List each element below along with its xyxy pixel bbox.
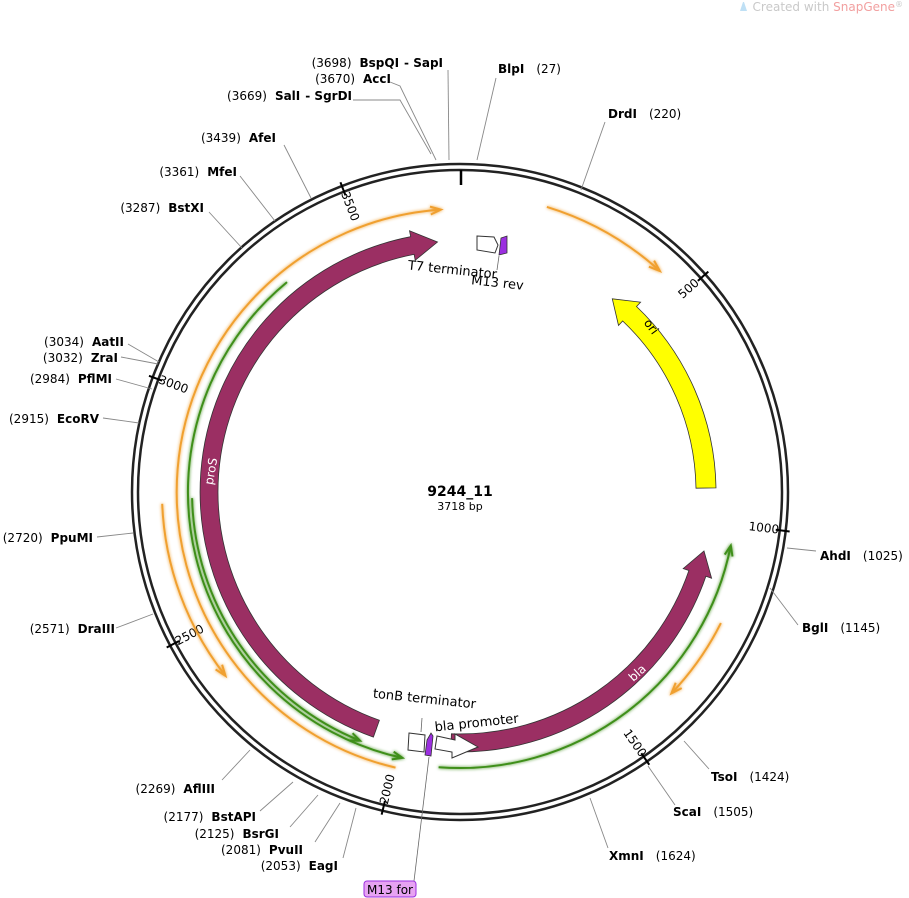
leader-pflmi <box>115 378 153 390</box>
primer-arc-green <box>186 281 406 761</box>
site-ahdi[interactable]: AhdI(1025) <box>820 549 903 563</box>
leader-ecorv <box>102 417 140 424</box>
m13-rev-leader <box>496 255 500 271</box>
watermark-brand: SnapGene <box>833 0 895 14</box>
leader-xmni <box>589 797 609 849</box>
tick-mark <box>775 528 790 533</box>
leader-draiii <box>115 613 154 629</box>
leader-blpi <box>476 77 497 161</box>
primer-arc-green <box>191 498 363 742</box>
pros-feature-arrow[interactable] <box>199 230 439 738</box>
site-bstapi[interactable]: (2177)BstAPI <box>164 810 256 824</box>
plasmid-size: 3718 bp <box>437 500 482 513</box>
tick-label: 3000 <box>157 373 191 397</box>
site-mfei[interactable]: (3361)MfeI <box>159 165 237 179</box>
primer-arc-green <box>438 542 734 769</box>
tick-mark <box>697 270 709 282</box>
site-leaders <box>96 69 817 859</box>
tonb-terminator-box[interactable] <box>407 732 426 753</box>
site-bspqi[interactable]: (3698)BspQI- SapI <box>312 56 443 70</box>
m13-rev-arrow[interactable] <box>498 235 508 256</box>
leader-afliii <box>221 749 251 781</box>
leader-drdi <box>580 121 606 191</box>
plasmid-name: 9244_11 <box>427 484 492 500</box>
primer-arc-orange <box>546 205 663 273</box>
snapgene-logo-icon <box>739 2 747 11</box>
leader-bstxi <box>208 211 243 249</box>
m13-for-badge[interactable] <box>363 880 417 898</box>
leader-scai <box>647 765 676 806</box>
site-blpi[interactable]: BlpI(27) <box>498 62 561 76</box>
site-scai[interactable]: ScaI(1505) <box>673 805 753 819</box>
leader-tsoi <box>683 740 710 770</box>
leader-aatii <box>127 343 160 363</box>
site-eagi[interactable]: (2053)EagI <box>261 859 338 873</box>
backbone-outer <box>130 162 790 822</box>
leader-eagi <box>342 807 357 859</box>
tonb-leader <box>420 717 423 733</box>
tick-mark <box>148 374 163 382</box>
tick-label: 500 <box>675 276 701 302</box>
tick-mark <box>380 800 386 815</box>
leader-ahdi <box>786 547 817 552</box>
tick-label: 3500 <box>338 190 362 224</box>
tick-label: 2000 <box>377 773 398 806</box>
watermark-prefix: Created with <box>752 0 834 14</box>
tick-label: 2500 <box>173 622 207 649</box>
site-bstxi[interactable]: (3287)BstXI <box>120 201 204 215</box>
site-afei[interactable]: (3439)AfeI <box>201 131 276 145</box>
site-acci[interactable]: (3670)AccI <box>315 72 391 86</box>
tick-mark <box>339 181 347 196</box>
leader-ppumi <box>96 532 134 538</box>
site-drdi[interactable]: DrdI(220) <box>608 107 681 121</box>
m13-rev-label: M13 rev <box>470 273 524 293</box>
ori-feature-arrow[interactable] <box>611 298 717 489</box>
tick-mark <box>166 640 180 649</box>
site-pvuii[interactable]: (2081)PvuII <box>221 843 303 857</box>
leader-bstapi <box>259 781 294 812</box>
tick-mark <box>640 752 651 766</box>
site-pflmi[interactable]: (2984)PflMI <box>30 372 112 386</box>
site-aatii[interactable]: (3034)AatII <box>44 335 124 349</box>
features <box>161 205 734 769</box>
snapgene-watermark: Created with SnapGene® <box>739 0 903 14</box>
leader-afei <box>283 144 312 199</box>
site-draiii[interactable]: (2571)DraIII <box>30 622 115 636</box>
site-afliii[interactable]: (2269)AflIII <box>136 782 215 796</box>
primer-arc-orange <box>161 503 228 679</box>
site-sali[interactable]: (3669)SalI- SgrDI <box>227 89 352 103</box>
primer-arc-orange <box>669 622 722 696</box>
leader-pvuii <box>314 802 341 843</box>
tick-label: 1000 <box>748 519 780 537</box>
m13-for-label: M13 for <box>367 883 413 897</box>
tonb-terminator-label: tonB terminator <box>372 687 477 713</box>
leader-mfei <box>239 175 276 222</box>
leader-sali <box>353 99 432 155</box>
site-bgli[interactable]: BglI(1145) <box>802 621 880 635</box>
leader-bspqi <box>447 69 450 161</box>
site-ecorv[interactable]: (2915)EcoRV <box>9 412 100 426</box>
t7-terminator-box[interactable] <box>476 235 499 254</box>
leader-bgli <box>769 587 799 626</box>
primer-arc-orange <box>175 205 444 769</box>
site-tsoi[interactable]: TsoI(1424) <box>711 770 789 784</box>
site-zrai[interactable]: (3032)ZraI <box>43 351 118 365</box>
pros-label: proS <box>202 457 221 486</box>
leader-acci <box>389 81 437 161</box>
site-ppumi[interactable]: (2720)PpuMI <box>3 531 93 545</box>
site-bsrgi[interactable]: (2125)BsrGI <box>195 827 279 841</box>
watermark-reg: ® <box>895 0 903 9</box>
site-labels: BlpI(27) DrdI(220) AhdI(1025) BglI(1145)… <box>3 56 903 873</box>
m13-for-leader <box>413 756 430 882</box>
leader-zrai <box>120 356 159 365</box>
site-xmni[interactable]: XmnI(1624) <box>609 849 696 863</box>
bla-promoter-arrow[interactable] <box>434 733 480 759</box>
m13-for-arrow[interactable] <box>424 732 434 757</box>
leader-bsrgi <box>289 794 319 828</box>
